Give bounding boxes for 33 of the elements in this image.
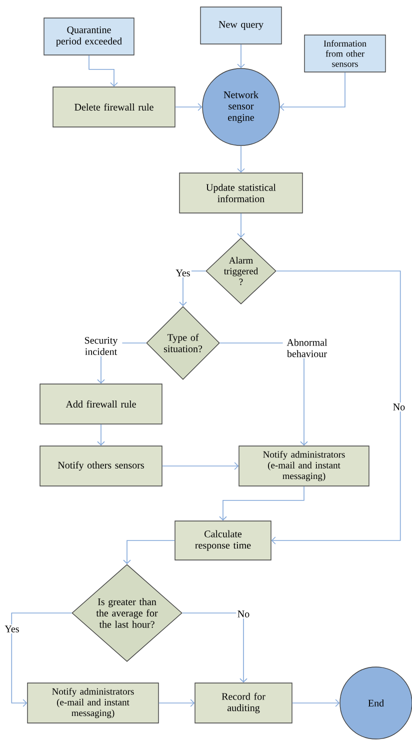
event-box: Quarantine period exceeded	[44, 18, 134, 56]
arrow	[182, 612, 248, 683]
arrow	[97, 424, 105, 446]
process-box: Notify administrators (e-mail and instant messaging)	[27, 682, 159, 724]
arrow	[237, 212, 245, 238]
process-box: Notify administrators (e-mail and instant messaging)	[238, 446, 370, 486]
event-box: New query	[200, 6, 282, 44]
process-box: Record for auditing	[194, 682, 292, 724]
arrow	[237, 145, 245, 173]
process-box: Delete firewall rule	[52, 86, 176, 128]
arrow	[237, 44, 245, 68]
arrow	[271, 270, 401, 544]
arrow	[11, 612, 72, 707]
edge-label: No	[392, 402, 406, 412]
arrow	[88, 54, 118, 87]
event-box: Information from other sensors	[304, 34, 386, 72]
arrow	[123, 540, 176, 564]
process-box: Calculate response time	[174, 520, 272, 560]
arrow	[162, 462, 239, 470]
arrow	[219, 486, 304, 521]
edge-label: Abnormal behaviour	[282, 338, 332, 358]
arrow	[292, 699, 340, 707]
edge-label: Security incident	[80, 336, 122, 356]
process-box: Notify others sensors	[40, 446, 162, 486]
arrow	[280, 72, 346, 111]
edge-label: No	[236, 609, 251, 619]
process-box: Update statistical information	[179, 172, 303, 214]
process-box: Add firewall rule	[40, 384, 162, 424]
arrow	[174, 103, 202, 111]
edge-label: Yes	[174, 268, 192, 278]
arrow	[158, 699, 195, 707]
arrow	[179, 270, 206, 306]
edge-label: Yes	[4, 624, 20, 634]
